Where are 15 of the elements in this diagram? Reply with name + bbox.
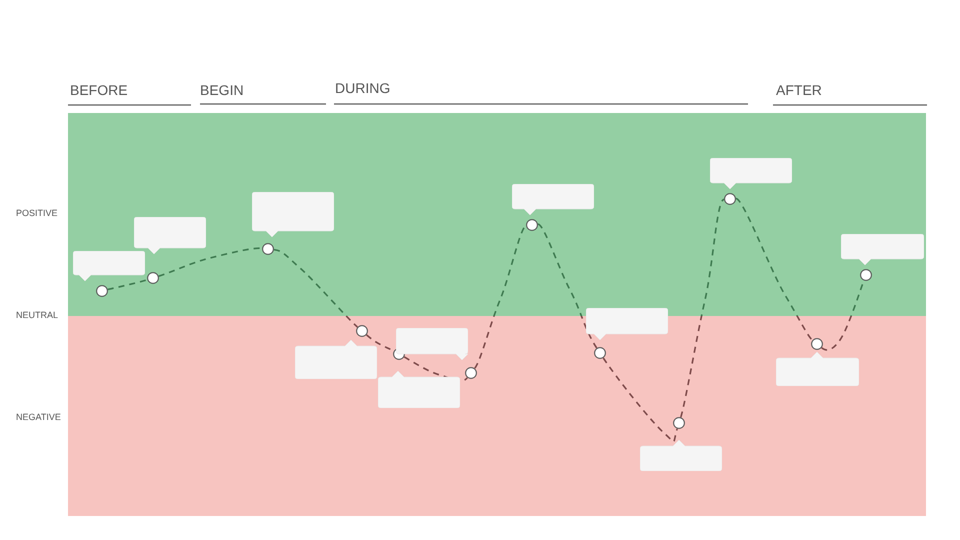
dashed-curve [158,247,262,277]
dashed-curve [108,279,148,290]
phase-heading: DURING [335,80,390,96]
phase-heading: BEGIN [200,82,244,98]
dashed-curve [736,198,813,341]
axis-label: NEGATIVE [16,412,61,422]
dashed-curve [474,225,527,369]
axis-label: NEUTRAL [16,310,58,320]
phase-heading: BEFORE [70,82,128,98]
axis-label: POSITIVE [16,208,58,218]
dashed-curve [602,358,678,442]
dashed-curve [538,223,598,348]
dashed-curve [680,198,724,418]
phase-heading: AFTER [776,82,822,98]
dashed-curve [274,248,358,328]
